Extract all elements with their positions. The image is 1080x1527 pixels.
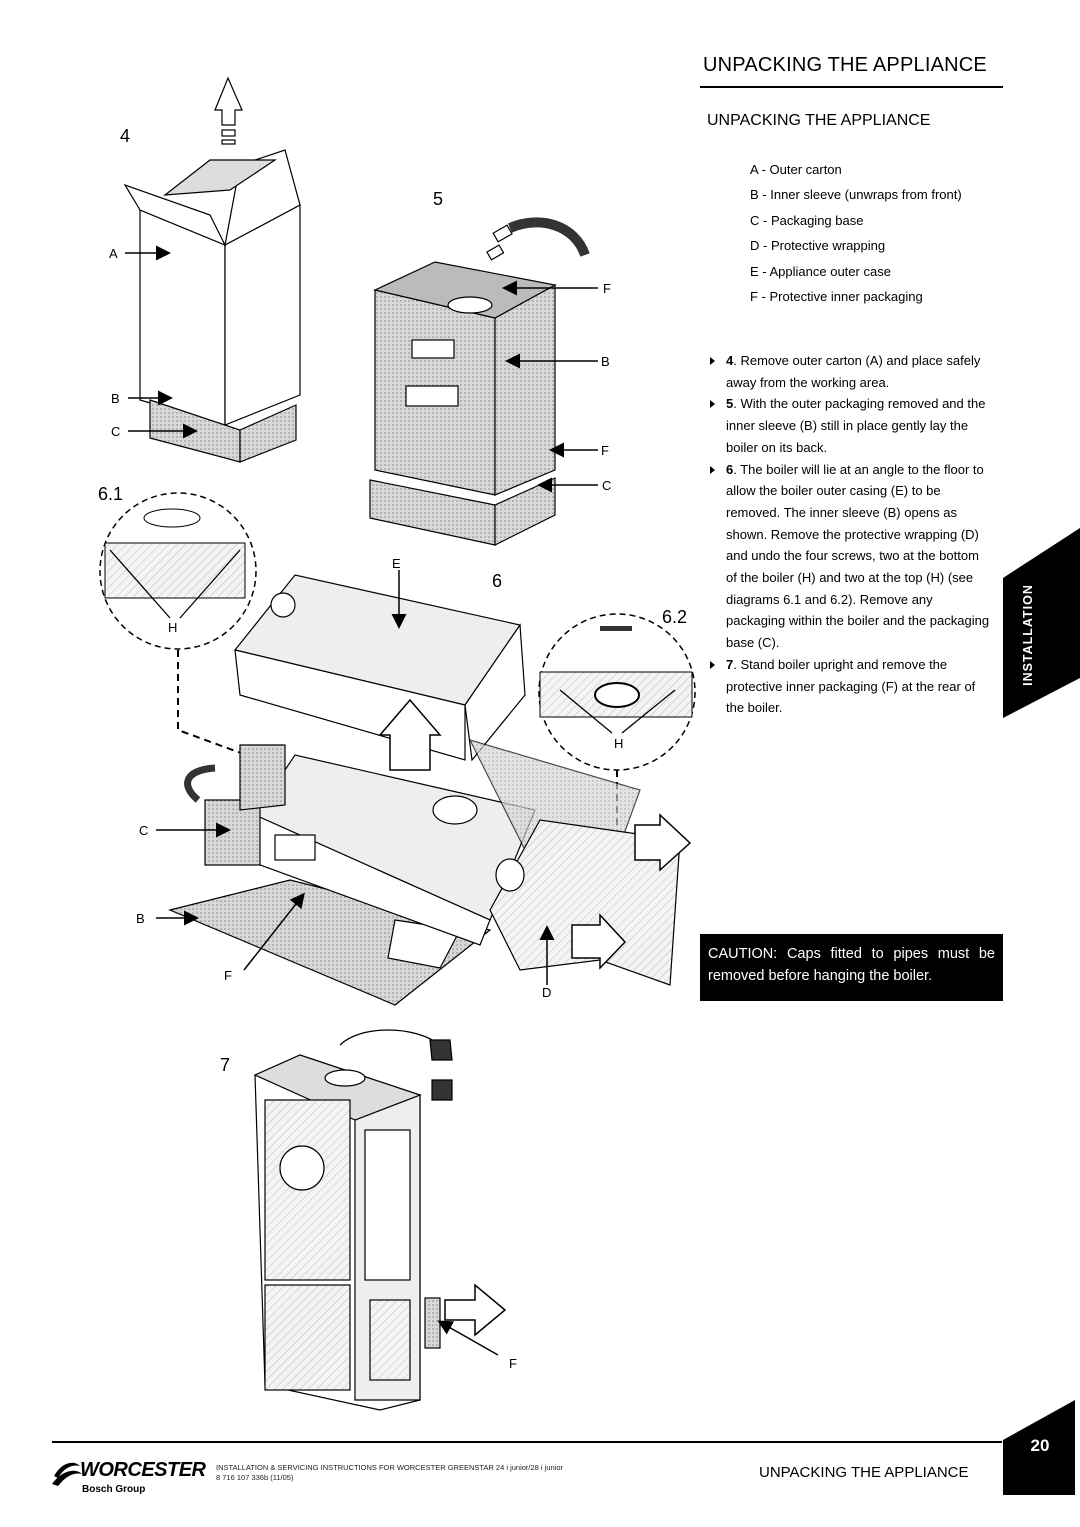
footer-doc-code: 8 716 107 336b (11/05)	[216, 1473, 294, 1482]
step-item: 7. Stand boiler upright and remove the p…	[708, 654, 993, 719]
legend-item: E - Appliance outer case	[750, 263, 891, 279]
step-number: 6	[726, 461, 734, 477]
step-4-label: 4	[120, 126, 130, 146]
step-text: . Stand boiler upright and remove the pr…	[726, 656, 976, 716]
step-text: . The boiler will lie at an angle to the…	[726, 461, 990, 651]
side-tab-text: INSTALLATION	[1021, 584, 1035, 686]
boiler-upright-drawing	[253, 1029, 453, 1411]
legend-item: D - Protective wrapping	[750, 238, 886, 254]
legend-item: A - Outer carton	[750, 162, 842, 177]
logo-wordmark: WORCESTER	[80, 1459, 206, 1481]
callout-a: A	[109, 246, 118, 261]
bullet-arrow-icon	[710, 465, 715, 474]
bullet-arrow-icon	[710, 357, 715, 365]
bullet-arrow-icon	[710, 660, 715, 669]
sleeve-drawing	[369, 217, 590, 546]
boiler-back-drawing	[168, 739, 681, 1006]
step-5-label: 5	[433, 189, 443, 209]
page-number: 20	[1030, 1436, 1050, 1455]
step-6-1-label: 6.1	[98, 484, 123, 504]
caution-box: CAUTION: Caps fitted to pipes must be re…	[700, 934, 1003, 1001]
callout-b: B	[136, 911, 145, 926]
callout-f: F	[603, 281, 611, 296]
worcester-logo-icon	[52, 1462, 82, 1486]
callout-e: E	[392, 556, 401, 571]
instruction-steps: 4. Remove outer carton (A) and place saf…	[708, 350, 993, 719]
legend-item: F - Protective inner packaging	[750, 289, 923, 305]
step-text: . With the outer packaging removed and t…	[726, 396, 986, 455]
carton-drawing	[123, 76, 301, 463]
page-number-tab	[1003, 1400, 1075, 1495]
step-number: 7	[726, 656, 734, 672]
callout-c: C	[139, 823, 148, 838]
step-item: 5. With the outer packaging removed and …	[708, 393, 993, 458]
section-title: UNPACKING THE APPLIANCE	[707, 112, 931, 129]
step-6-2-label: 6.2	[662, 607, 687, 627]
parts-legend: A - Outer carton B - Inner sleeve (unwra…	[750, 157, 962, 309]
step-text: . Remove outer carton (A) and place safe…	[726, 353, 981, 390]
footer-rule	[52, 1441, 1002, 1443]
callout-c: C	[602, 478, 611, 493]
callout-f: F	[601, 443, 609, 458]
legend-item: B - Inner sleeve (unwraps from front)	[750, 187, 962, 203]
side-tab	[1003, 528, 1080, 718]
step-number: 4	[726, 353, 734, 368]
side-tab-label: INSTALLATION	[1003, 560, 1053, 710]
step-item: 6. The boiler will lie at an angle to th…	[708, 459, 993, 654]
callout-f: F	[224, 968, 232, 983]
footer-section-title: UNPACKING THE APPLIANCE	[759, 1464, 969, 1481]
callout-c: C	[111, 424, 120, 439]
callout-f: F	[509, 1356, 517, 1371]
unpacking-illustration: 4 5 6.1 6 6.2 7 A B C F B F C H E H C B …	[98, 76, 696, 1411]
step-item: 4. Remove outer carton (A) and place saf…	[708, 350, 993, 393]
callout-h: H	[614, 736, 623, 751]
step-7-label: 7	[220, 1055, 230, 1075]
legend-item: C - Packaging base	[750, 212, 864, 228]
step-number: 5	[726, 396, 734, 412]
callout-d: D	[542, 985, 551, 1000]
page-title: UNPACKING THE APPLIANCE	[703, 54, 987, 76]
logo-subtext: Bosch Group	[82, 1484, 146, 1495]
title-rule	[700, 86, 1003, 88]
step-6-label: 6	[492, 571, 502, 591]
footer-doc-title: INSTALLATION & SERVICING INSTRUCTIONS FO…	[216, 1463, 564, 1472]
outer-case-drawing	[233, 574, 526, 762]
callout-h: H	[168, 620, 177, 635]
footer-doc-info: INSTALLATION & SERVICING INSTRUCTIONS FO…	[216, 1463, 563, 1483]
bullet-arrow-icon	[710, 400, 715, 409]
callout-b: B	[111, 391, 120, 406]
callout-b: B	[601, 354, 610, 369]
